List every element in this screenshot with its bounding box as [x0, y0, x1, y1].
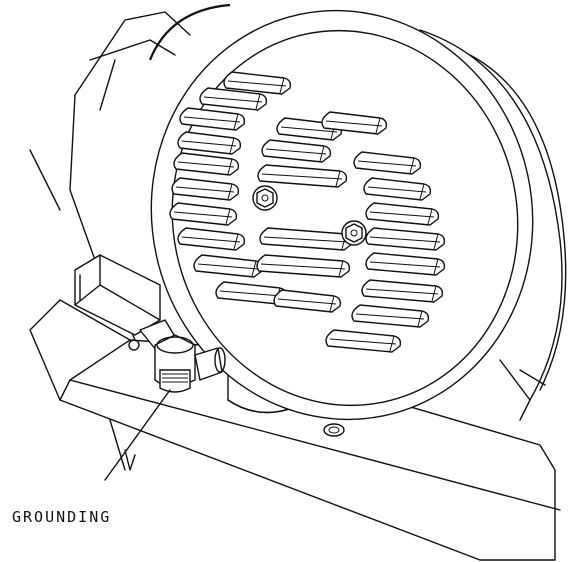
- contact-pin: [351, 304, 430, 328]
- contact-pin: [365, 252, 446, 276]
- contact-pin: [321, 111, 388, 135]
- contact-pin: [199, 87, 268, 111]
- center-screw-1: [252, 185, 278, 211]
- contact-pin-array: [169, 71, 446, 353]
- contact-pin: [273, 289, 342, 313]
- contact-pin: [257, 164, 348, 188]
- contact-pin: [353, 151, 422, 175]
- contact-pin: [169, 202, 238, 226]
- contact-pin: [177, 227, 246, 251]
- contact-pin: [171, 177, 240, 201]
- callout-leader: [104, 389, 171, 481]
- contact-pin: [256, 254, 351, 278]
- connector-face: [148, 3, 534, 421]
- contact-pin: [179, 107, 246, 131]
- contact-pin: [223, 71, 292, 95]
- contact-pin: [365, 227, 446, 251]
- contact-pin: [177, 131, 242, 155]
- contact-pin: [361, 279, 444, 303]
- contact-pin: [261, 139, 332, 163]
- contact-pin: [325, 329, 402, 353]
- contact-pin: [365, 202, 440, 226]
- contact-pin: [363, 177, 432, 201]
- mounting-block: [74, 254, 161, 336]
- grounding-fitting: [128, 319, 226, 393]
- center-screw-2: [341, 220, 367, 246]
- housing-right: [419, 29, 567, 421]
- callout-label-grounding: GROUNDING: [12, 508, 111, 526]
- contact-pin: [173, 152, 240, 176]
